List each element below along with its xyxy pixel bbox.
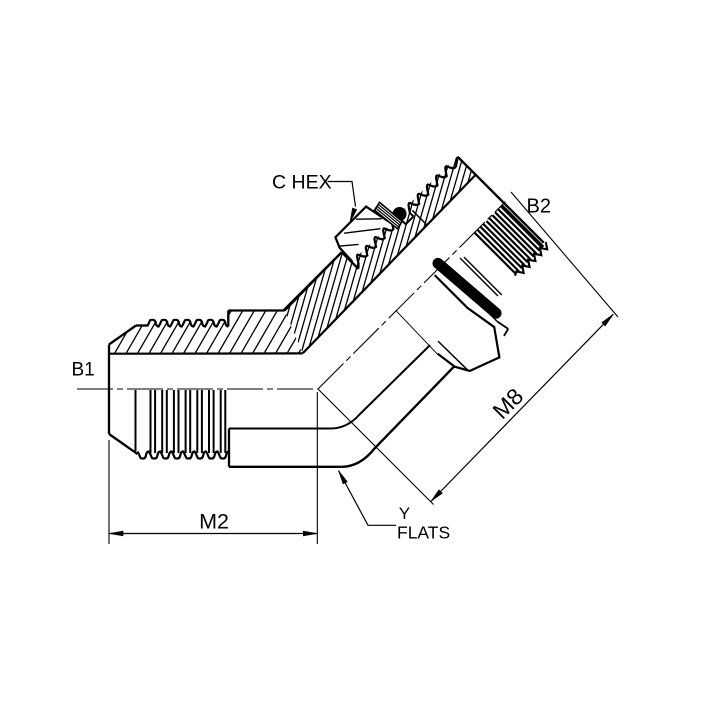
- svg-text:M2: M2: [199, 510, 229, 534]
- svg-text:FLATS: FLATS: [397, 523, 450, 543]
- svg-text:B2: B2: [527, 196, 551, 218]
- svg-text:B1: B1: [72, 360, 95, 381]
- svg-text:C HEX: C HEX: [272, 172, 332, 194]
- svg-text:Y: Y: [399, 504, 410, 523]
